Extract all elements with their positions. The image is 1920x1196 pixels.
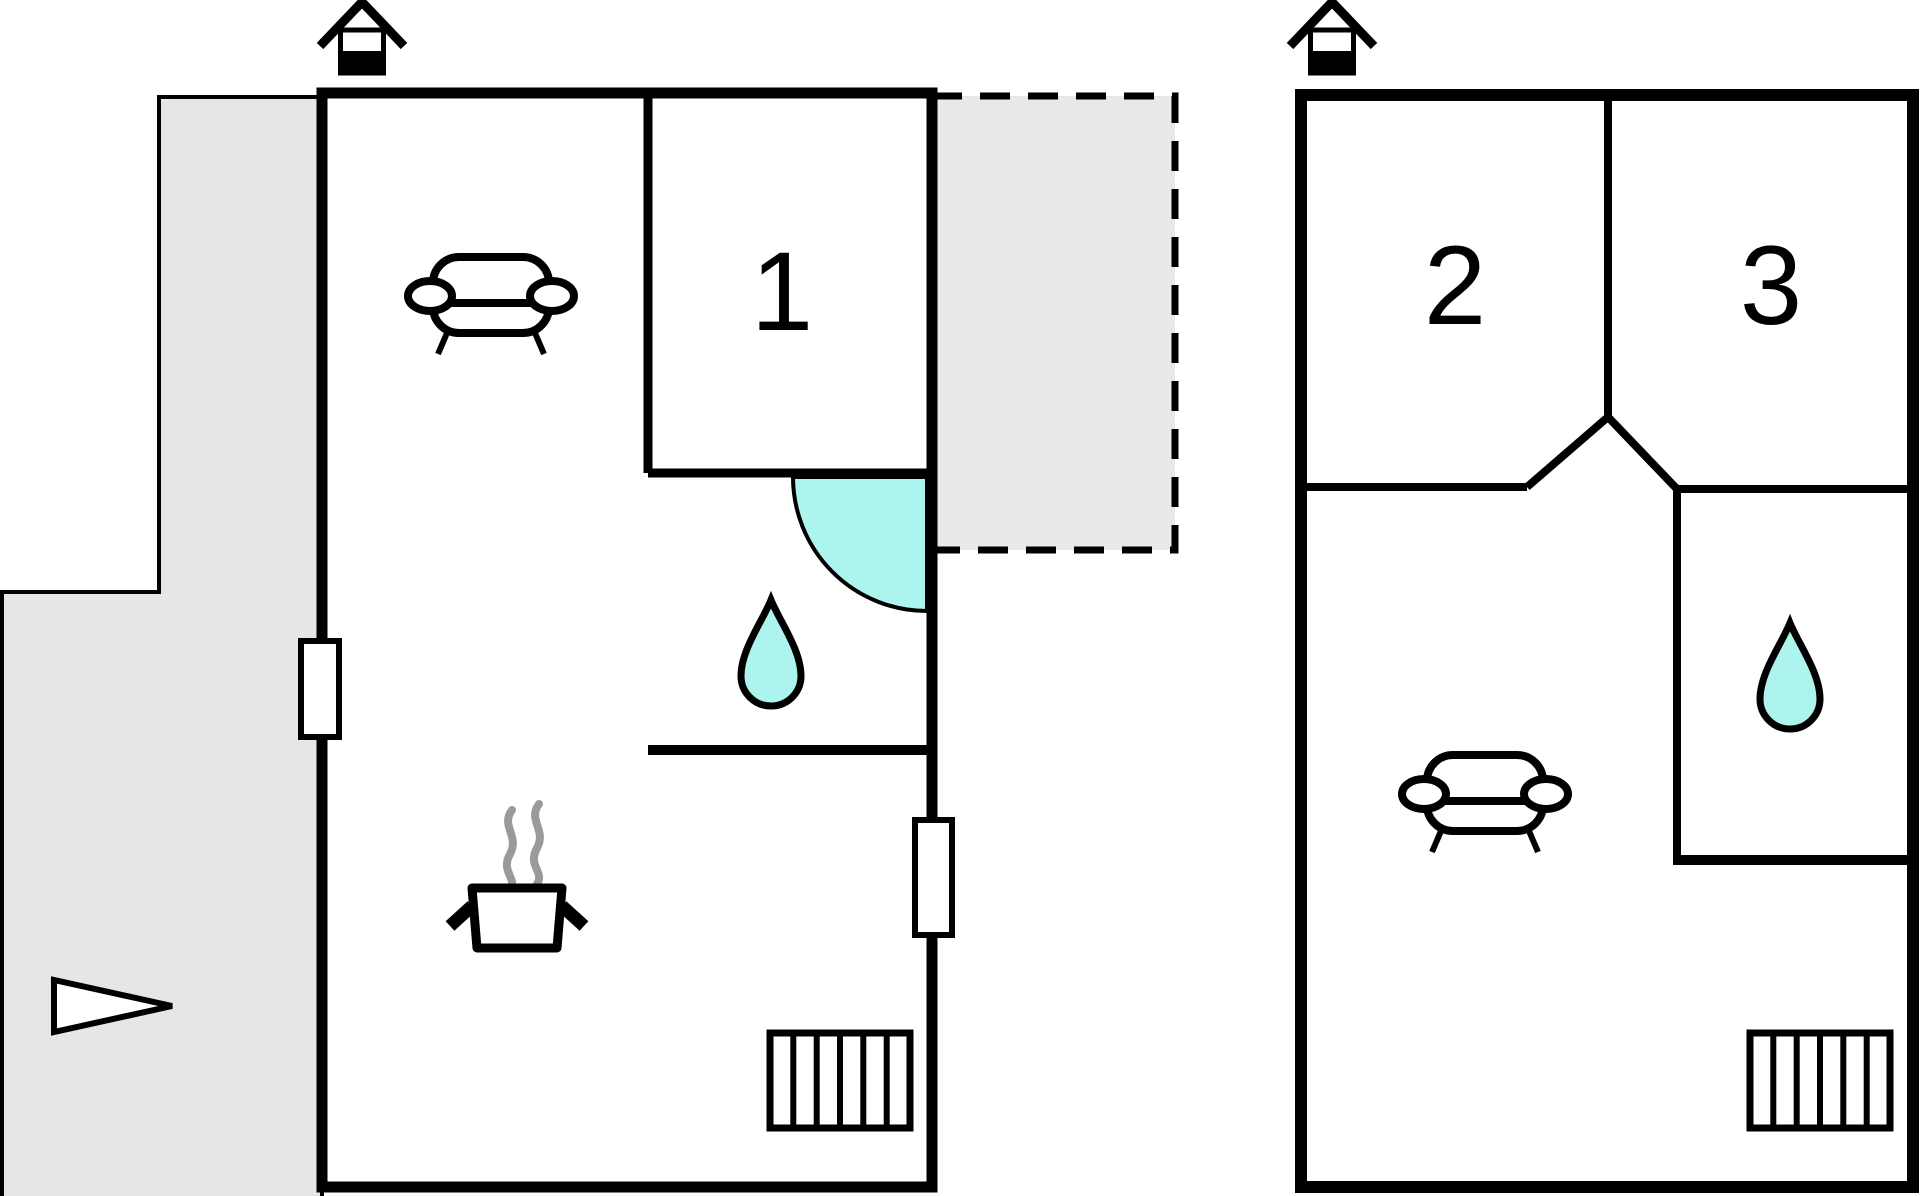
room-3-label: 3: [1740, 223, 1802, 348]
stairs-icon: [1750, 1033, 1890, 1128]
angled-wall: [1524, 411, 1680, 492]
chimney-icon: [320, 2, 404, 73]
steam-icon: [502, 806, 517, 894]
terrace-area: [0, 95, 324, 1196]
chimney-icon: [1290, 2, 1374, 73]
stove-pot-icon: [445, 800, 589, 953]
window-marker-right: [912, 817, 955, 938]
window-marker-left: [298, 638, 342, 740]
room-2-label: 2: [1424, 223, 1486, 348]
left-floor-outline: [316, 87, 938, 1193]
direction-arrow-icon: [51, 976, 173, 1036]
room-1-label: 1: [751, 229, 813, 354]
steam-icon: [529, 800, 544, 888]
door-swing-icon: [790, 475, 929, 614]
stairs-icon: [770, 1033, 910, 1128]
dashed-annex-area: [928, 92, 1179, 554]
